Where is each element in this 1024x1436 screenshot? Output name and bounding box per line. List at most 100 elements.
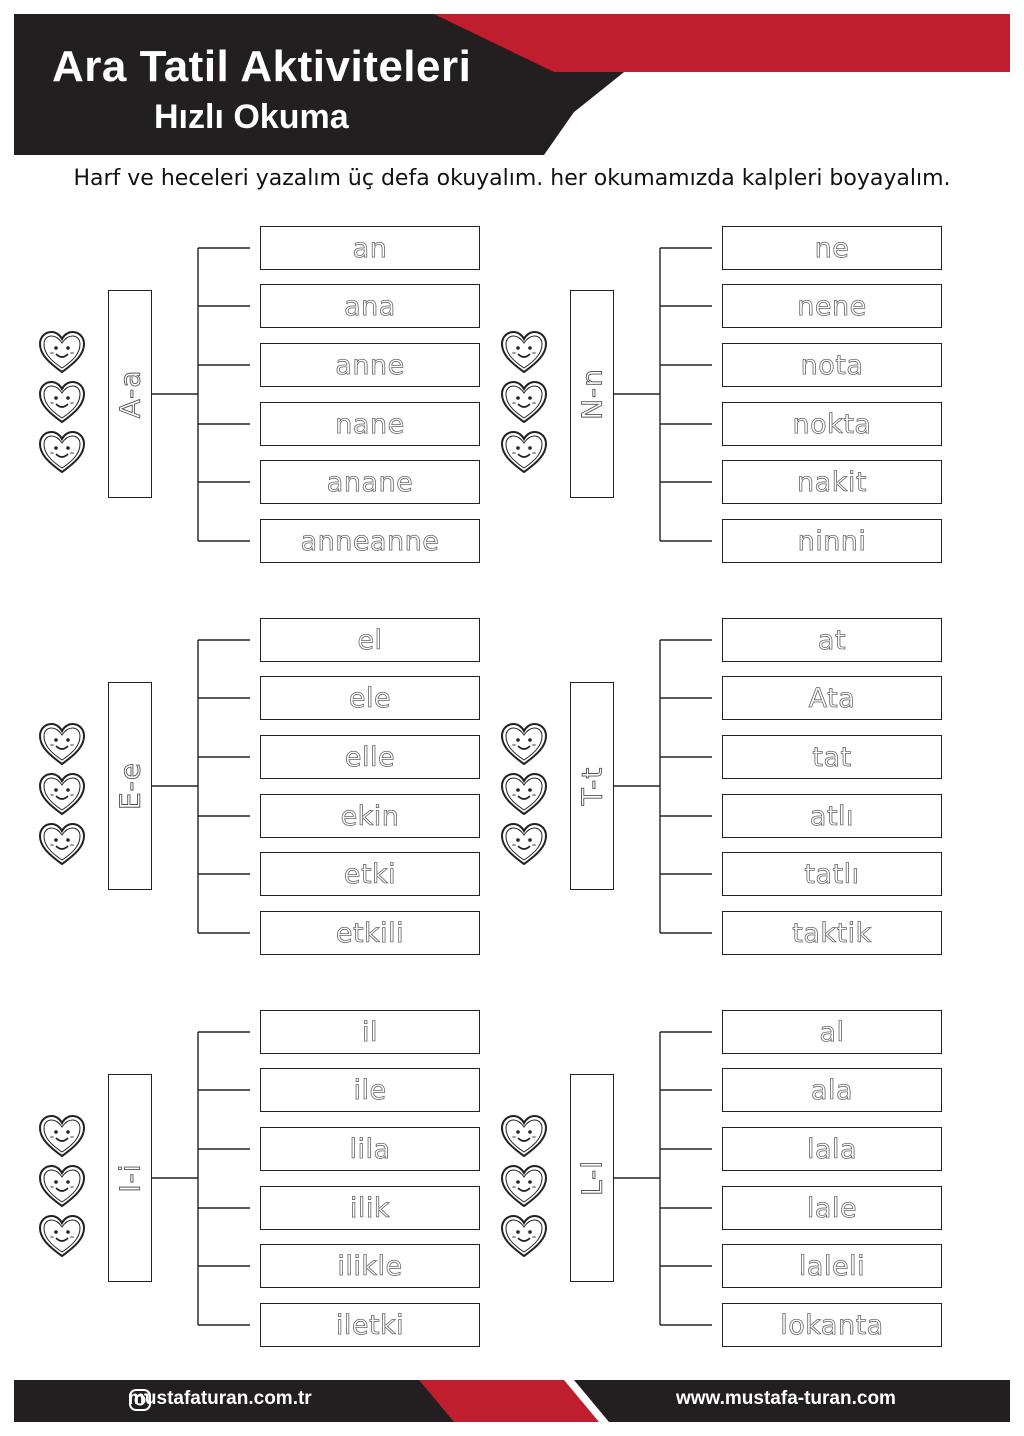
word-box[interactable]: elle (260, 735, 480, 779)
word-label: tatlı (804, 858, 860, 890)
letter-box: E-e (108, 682, 152, 890)
word-box[interactable]: ala (722, 1068, 942, 1112)
word-box[interactable]: ana (260, 284, 480, 328)
word-box[interactable]: lila (260, 1127, 480, 1171)
word-label: laleli (798, 1250, 866, 1282)
word-box[interactable]: tatlı (722, 852, 942, 896)
hearts-column (38, 722, 86, 872)
word-box[interactable]: anane (260, 460, 480, 504)
word-box[interactable]: nane (260, 402, 480, 446)
word-label: anneanne (300, 525, 440, 557)
word-label: lokanta (780, 1309, 884, 1341)
smiling-heart-icon[interactable] (500, 722, 548, 768)
word-box[interactable]: ilikle (260, 1244, 480, 1288)
letter-box: T-t (570, 682, 614, 890)
word-box[interactable]: laleli (722, 1244, 942, 1288)
instruction-text: Harf ve heceleri yazalım üç defa okuyalı… (73, 166, 951, 191)
word-box[interactable]: taktik (722, 911, 942, 955)
smiling-heart-icon[interactable] (500, 380, 548, 426)
word-box[interactable]: atlı (722, 794, 942, 838)
letter-group-1: A-a an ana anne nane anane anneanne (38, 226, 518, 566)
word-label: iletki (335, 1309, 405, 1341)
word-box[interactable]: an (260, 226, 480, 270)
hearts-column (500, 1114, 548, 1264)
word-box[interactable]: lokanta (722, 1303, 942, 1347)
instagram-handle: mustafaturan.com.tr (128, 1388, 312, 1409)
smiling-heart-icon[interactable] (38, 1214, 86, 1260)
smiling-heart-icon[interactable] (500, 430, 548, 476)
smiling-heart-icon[interactable] (38, 380, 86, 426)
word-label: ekin (340, 800, 400, 832)
letter-label: A-a (113, 369, 147, 419)
footer-background (14, 1380, 1010, 1422)
smiling-heart-icon[interactable] (38, 330, 86, 376)
word-box[interactable]: anne (260, 343, 480, 387)
letter-label: I-i (113, 1163, 147, 1193)
word-box[interactable]: etkili (260, 911, 480, 955)
word-box[interactable]: ninni (722, 519, 942, 563)
word-box[interactable]: el (260, 618, 480, 662)
word-label: ilikle (337, 1250, 403, 1282)
word-box[interactable]: nakit (722, 460, 942, 504)
word-box[interactable]: lale (722, 1186, 942, 1230)
word-label: etkili (335, 917, 405, 949)
smiling-heart-icon[interactable] (500, 1164, 548, 1210)
smiling-heart-icon[interactable] (38, 822, 86, 868)
bracket-connector (152, 639, 250, 934)
word-box[interactable]: lala (722, 1127, 942, 1171)
letter-box: I-i (108, 1074, 152, 1282)
word-box[interactable]: etki (260, 852, 480, 896)
letter-group-6: L-l al ala lala lale laleli lokanta (500, 1010, 980, 1350)
smiling-heart-icon[interactable] (500, 330, 548, 376)
word-label: nokta (792, 408, 872, 440)
bracket-connector (614, 1031, 712, 1326)
word-label: etki (343, 858, 397, 890)
word-label: taktik (792, 917, 872, 949)
smiling-heart-icon[interactable] (500, 1114, 548, 1160)
letter-box: N-n (570, 290, 614, 498)
smiling-heart-icon[interactable] (38, 1164, 86, 1210)
word-label: ne (814, 232, 850, 264)
smiling-heart-icon[interactable] (38, 1114, 86, 1160)
word-box[interactable]: ele (260, 676, 480, 720)
website-link[interactable]: www.mustafa-turan.com (676, 1388, 896, 1409)
word-label: atlı (809, 800, 855, 832)
word-box[interactable]: anneanne (260, 519, 480, 563)
word-box[interactable]: ne (722, 226, 942, 270)
word-label: nene (797, 290, 867, 322)
word-box[interactable]: ilik (260, 1186, 480, 1230)
letter-label: N-n (575, 368, 609, 421)
word-label: ilik (349, 1192, 391, 1224)
word-box[interactable]: Ata (722, 676, 942, 720)
word-label: al (819, 1016, 845, 1048)
word-label: anne (335, 349, 405, 381)
bracket-connector (152, 1031, 250, 1326)
bracket-connector (152, 247, 250, 542)
word-box[interactable]: iletki (260, 1303, 480, 1347)
word-box[interactable]: il (260, 1010, 480, 1054)
word-box[interactable]: nokta (722, 402, 942, 446)
word-label: ala (810, 1074, 854, 1106)
hearts-column (500, 330, 548, 480)
footer-instagram[interactable]: mustafaturan.com.tr (128, 1388, 312, 1411)
smiling-heart-icon[interactable] (500, 822, 548, 868)
smiling-heart-icon[interactable] (38, 722, 86, 768)
word-box[interactable]: at (722, 618, 942, 662)
letter-group-3: E-e el ele elle ekin etki etkili (38, 618, 518, 958)
word-label: ile (353, 1074, 387, 1106)
word-box[interactable]: nota (722, 343, 942, 387)
word-box[interactable]: tat (722, 735, 942, 779)
hearts-column (38, 330, 86, 480)
smiling-heart-icon[interactable] (38, 430, 86, 476)
word-label: anane (326, 466, 414, 498)
smiling-heart-icon[interactable] (38, 772, 86, 818)
word-label: ninni (797, 525, 867, 557)
word-box[interactable]: al (722, 1010, 942, 1054)
smiling-heart-icon[interactable] (500, 772, 548, 818)
smiling-heart-icon[interactable] (500, 1214, 548, 1260)
word-box[interactable]: ile (260, 1068, 480, 1112)
word-box[interactable]: ekin (260, 794, 480, 838)
letter-box: L-l (570, 1074, 614, 1282)
word-box[interactable]: nene (722, 284, 942, 328)
word-label: nane (335, 408, 405, 440)
